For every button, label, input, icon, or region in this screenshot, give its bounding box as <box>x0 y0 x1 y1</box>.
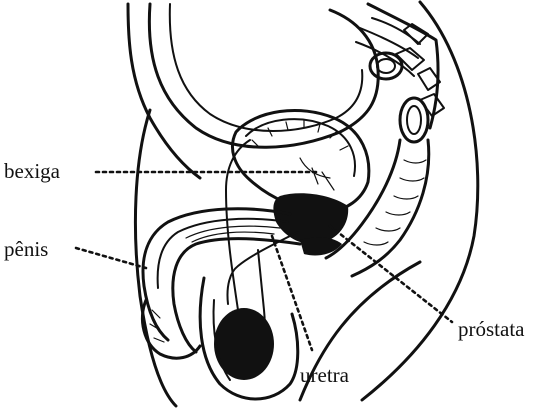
label-bladder: bexiga <box>4 159 61 183</box>
prostate-leader <box>330 226 452 322</box>
label-prostate: próstata <box>458 317 525 341</box>
peritoneum-line <box>149 4 378 147</box>
scrotum <box>200 278 298 399</box>
peritoneum-inner <box>170 4 363 131</box>
prostate <box>273 193 348 244</box>
thigh-contour <box>135 110 176 406</box>
label-urethra: uretra <box>300 363 350 387</box>
label-penis: pênis <box>4 237 48 261</box>
